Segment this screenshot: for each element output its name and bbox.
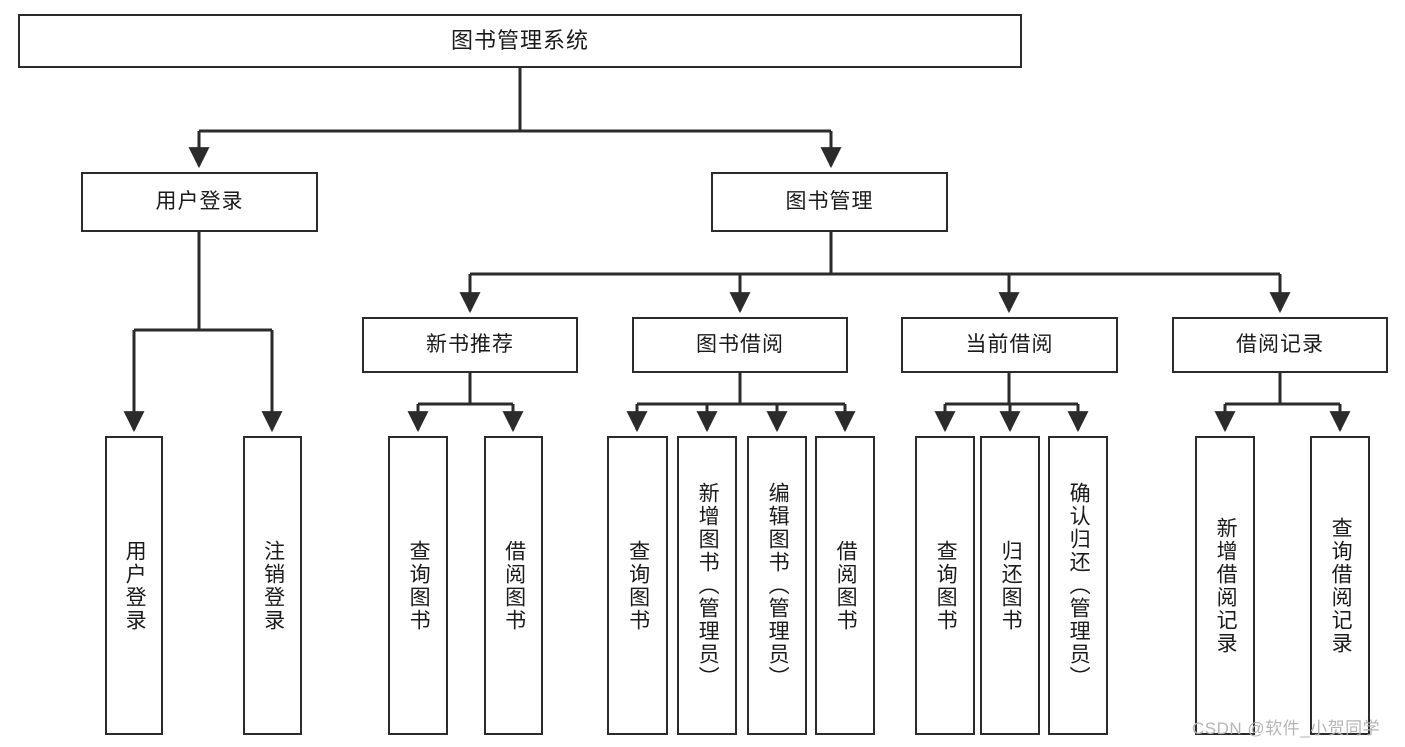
leaf-borrow-book[interactable]: 借阅图书 bbox=[815, 436, 875, 735]
leaf-add-borrow-record[interactable]: 新增借阅记录 bbox=[1195, 436, 1255, 735]
leaf-query-book-borrow[interactable]: 查询图书 bbox=[607, 436, 668, 735]
node-label: 借阅图书 bbox=[502, 539, 526, 632]
node-label: 用户登录 bbox=[123, 539, 147, 632]
node-user-login[interactable]: 用户登录 bbox=[81, 172, 318, 232]
leaf-confirm-return-admin[interactable]: 确认归还（管理员） bbox=[1048, 436, 1108, 735]
node-label: 编辑图书（管理员） bbox=[766, 482, 790, 689]
node-label: 当前借阅 bbox=[965, 333, 1054, 357]
node-label: 图书借阅 bbox=[696, 333, 784, 357]
node-new-book-recommend[interactable]: 新书推荐 bbox=[362, 317, 578, 373]
leaf-edit-book-admin[interactable]: 编辑图书（管理员） bbox=[747, 436, 807, 735]
node-label: 借阅记录 bbox=[1236, 333, 1324, 357]
node-label: 借阅图书 bbox=[834, 539, 858, 632]
watermark-text: CSDN @软件_小贺同学 bbox=[1192, 719, 1381, 738]
leaf-add-book-admin[interactable]: 新增图书（管理员） bbox=[677, 436, 737, 735]
node-label: 注销登录 bbox=[261, 539, 285, 632]
node-label: 确认归还（管理员） bbox=[1067, 482, 1091, 689]
node-label: 新书推荐 bbox=[426, 333, 514, 357]
leaf-logout[interactable]: 注销登录 bbox=[243, 436, 302, 735]
node-label: 新增图书（管理员） bbox=[696, 482, 720, 689]
leaf-query-book-current[interactable]: 查询图书 bbox=[915, 436, 975, 735]
node-label: 图书管理系统 bbox=[450, 27, 589, 53]
node-label: 图书管理 bbox=[785, 190, 874, 214]
node-root-system[interactable]: 图书管理系统 bbox=[18, 14, 1022, 68]
node-label: 新增借阅记录 bbox=[1214, 516, 1238, 655]
node-borrow-record[interactable]: 借阅记录 bbox=[1172, 317, 1388, 373]
node-book-borrow[interactable]: 图书借阅 bbox=[632, 317, 848, 373]
node-label: 查询图书 bbox=[934, 539, 958, 632]
node-book-management[interactable]: 图书管理 bbox=[711, 172, 948, 232]
leaf-borrow-book-newbook[interactable]: 借阅图书 bbox=[484, 436, 543, 735]
node-label: 归还图书 bbox=[999, 539, 1023, 632]
leaf-user-login[interactable]: 用户登录 bbox=[105, 436, 163, 735]
node-current-borrow[interactable]: 当前借阅 bbox=[901, 317, 1118, 373]
node-label: 查询借阅记录 bbox=[1329, 516, 1353, 655]
leaf-return-book[interactable]: 归还图书 bbox=[980, 436, 1040, 735]
node-label: 查询图书 bbox=[407, 539, 431, 632]
node-label: 查询图书 bbox=[626, 539, 650, 632]
leaf-query-book-newbook[interactable]: 查询图书 bbox=[388, 436, 448, 735]
leaf-query-borrow-record[interactable]: 查询借阅记录 bbox=[1310, 436, 1370, 735]
node-label: 用户登录 bbox=[155, 190, 244, 214]
